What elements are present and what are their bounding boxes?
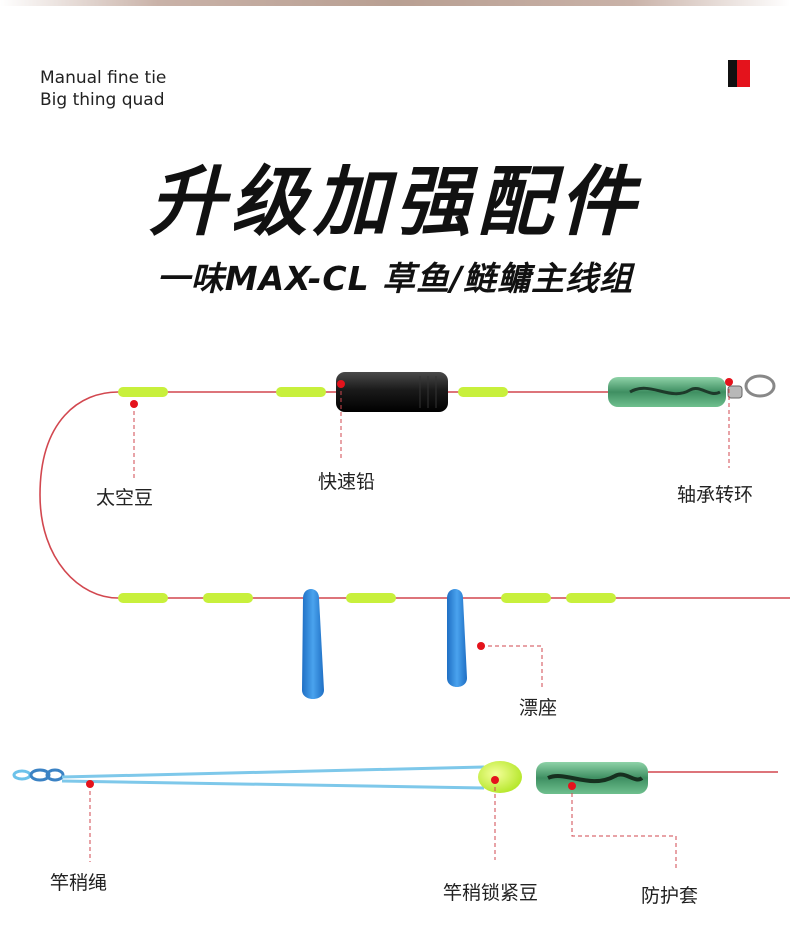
space-bean	[118, 387, 168, 397]
label-rod-tip-rope: 竿稍绳	[50, 872, 108, 894]
label-protective-sleeve: 防护套	[641, 885, 699, 907]
tagline-line-2: Big thing quad	[40, 90, 165, 110]
label-space-bean: 太空豆	[96, 487, 154, 509]
space-bean	[276, 387, 326, 397]
space-bean	[203, 593, 253, 603]
label-float-seat: 漂座	[519, 697, 558, 719]
swivel-icon	[727, 374, 776, 399]
main-line	[39, 391, 790, 599]
top-decorative-bar	[0, 0, 790, 6]
quick-lead	[336, 372, 448, 412]
space-bean	[566, 593, 616, 603]
space-bean	[501, 593, 551, 603]
rod-tip-rope	[61, 779, 485, 790]
label-rod-tip-lock-bean: 竿稍锁紧豆	[443, 882, 539, 904]
rod-tip-lock-bean	[478, 761, 522, 793]
protective-sleeve	[536, 762, 648, 794]
page-subtitle: 一味MAX-CL 草鱼/鲢鳙主线组	[156, 259, 634, 298]
label-quick-lead: 快速铅	[318, 471, 376, 493]
rod-tip-knot-icon	[12, 768, 65, 782]
rod-tip-rope	[61, 765, 485, 779]
brand-flag-icon	[728, 60, 750, 87]
space-bean	[458, 387, 508, 397]
float-seat	[447, 589, 467, 687]
float-seat	[302, 589, 324, 699]
page-title: 升级加强配件	[149, 157, 641, 246]
space-bean	[346, 593, 396, 603]
label-bearing-swivel: 轴承转环	[677, 484, 754, 506]
tagline-line-1: Manual fine tie	[40, 68, 167, 88]
space-bean	[118, 593, 168, 603]
